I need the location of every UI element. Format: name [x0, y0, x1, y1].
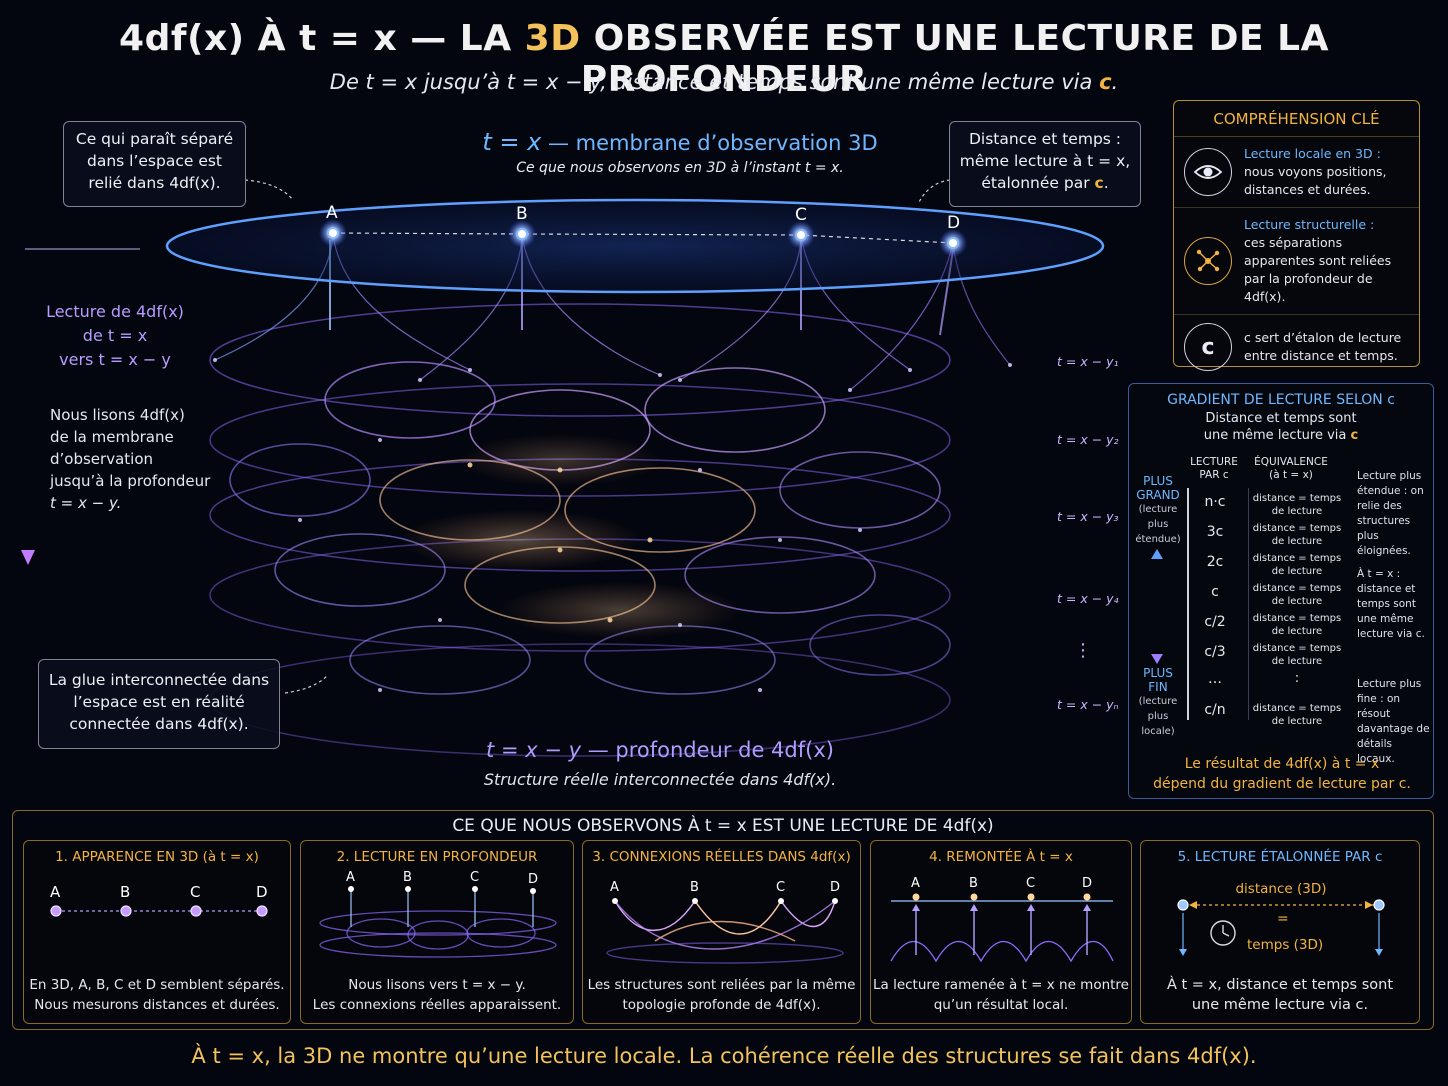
layer-label-3: t = x − y₃ — [1057, 509, 1119, 524]
card4-illustration: A B C D — [890, 876, 1114, 963]
svg-text:A: A — [911, 876, 920, 891]
warm-glows — [400, 434, 740, 638]
svg-text:C: C — [470, 871, 479, 885]
network-cells — [229, 361, 951, 695]
card-calibrated-reading: 5. LECTURE ÉTALONNÉE PAR c distance (3D)… — [1140, 840, 1420, 1024]
callout-separated: Ce qui paraît séparé dans l’espace est r… — [63, 121, 246, 207]
gradient-side-1: Lecture plus étendue : on relie des stru… — [1357, 470, 1424, 557]
gradient-col2: ÉQUIVALENCE (à t = x) — [1254, 456, 1328, 481]
gradient-side-3: Lecture plus fine : on résout davantage … — [1357, 678, 1430, 765]
svg-text:D: D — [528, 872, 538, 887]
layer-label-1: t = x − y₁ — [1057, 354, 1119, 369]
gradient-panel: GRADIENT DE LECTURE SELON c Distance et … — [1128, 383, 1434, 799]
network-icon — [1184, 237, 1232, 285]
svg-text:D: D — [1082, 876, 1092, 891]
membrane-dashed-link — [332, 232, 954, 244]
network-nodes — [213, 358, 1012, 692]
svg-text:A: A — [346, 871, 355, 885]
svg-text:D: D — [256, 883, 268, 901]
callout-distance-time: Distance et temps :même lecture à t = x,… — [949, 121, 1141, 207]
observation-membrane — [165, 198, 1105, 294]
gradient-col1: LECTURE PAR c — [1190, 456, 1238, 481]
card2-illustration: A B C D — [319, 871, 557, 958]
membrane-sub: Ce que nous observons en 3D à l’instant … — [516, 160, 844, 176]
point-label-a: A — [326, 203, 338, 223]
card3-illustration: A B C D — [606, 880, 844, 964]
c-icon: c — [1184, 323, 1232, 371]
page-subtitle: De t = x jusqu’à t = x − y, distance et … — [329, 70, 1119, 94]
callout-glue: La glue interconnectée dans l’espace est… — [38, 659, 280, 749]
key-row-local: Lecture locale en 3D :nous voyons positi… — [1174, 137, 1419, 208]
svg-text:D: D — [830, 880, 840, 895]
card1-illustration: A B C D — [50, 883, 268, 917]
card5-eq: = — [1277, 911, 1289, 927]
svg-text:C: C — [190, 883, 200, 901]
membrane-label: t = x — membrane d’observation 3D — [482, 128, 878, 156]
bottom-heading: CE QUE NOUS OBSERVONS À t = x EST UNE LE… — [452, 816, 994, 836]
point-label-d: D — [947, 213, 960, 233]
svg-text:C: C — [776, 880, 785, 895]
gradient-side-2: À t = x : distance et temps sont une mêm… — [1357, 568, 1425, 640]
card5-time: temps (3D) — [1247, 937, 1324, 953]
eye-icon — [1184, 148, 1232, 196]
point-label-b: B — [516, 204, 528, 224]
plus-fin-label: PLUS FIN (lecture plus locale) — [1138, 666, 1178, 737]
point-labels: A B C D — [326, 203, 960, 233]
svg-text:B: B — [403, 871, 412, 885]
key-row-c: c c sert d’étalon de lecture entre dista… — [1174, 315, 1419, 379]
point-label-c: C — [795, 205, 807, 225]
membrane-points — [319, 219, 967, 257]
clock-icon — [1210, 920, 1236, 946]
card5-distance: distance (3D) — [1235, 881, 1327, 897]
layer-label-n: t = x − yₙ — [1057, 697, 1119, 712]
key-row-structural: Lecture structurelle :ces séparations ap… — [1174, 208, 1419, 315]
key-understanding-panel: COMPRÉHENSION CLÉ Lecture locale en 3D :… — [1173, 100, 1420, 371]
svg-text:B: B — [120, 883, 130, 901]
footer-conclusion: À t = x, la 3D ne montre qu’une lecture … — [191, 1044, 1257, 1068]
layer-label-4: t = x − y₄ — [1057, 591, 1119, 606]
plus-grand-label: PLUS GRAND (lecture plus étendue) — [1135, 474, 1181, 545]
key-title: COMPRÉHENSION CLÉ — [1174, 101, 1419, 137]
page-title: 4df(x) À t = x — LA 3D OBSERVÉE EST UNE … — [119, 18, 1329, 100]
gradient-title: GRADIENT DE LECTURE SELON c — [1167, 392, 1395, 408]
svg-text:B: B — [969, 876, 978, 891]
gradient-arrow-icon — [1151, 549, 1163, 664]
reading-arrow-head — [21, 550, 35, 565]
svg-text:A: A — [610, 880, 619, 895]
svg-text:B: B — [690, 880, 699, 895]
bottom-section — [12, 810, 1434, 1030]
svg-text:A: A — [50, 883, 61, 901]
card5-illustration — [1177, 899, 1385, 956]
depth-label: t = x − y — profondeur de 4df(x) — [486, 738, 834, 762]
layer-label-2: t = x − y₂ — [1057, 432, 1119, 447]
layer-label-ellipsis: ⋮ — [1074, 640, 1092, 661]
depth-network-diagram: A B C D — [21, 179, 1105, 757]
svg-text:C: C — [1026, 876, 1035, 891]
gradient-scale-line — [1187, 488, 1189, 720]
depth-sub: Structure réelle interconnectée dans 4df… — [483, 770, 837, 789]
